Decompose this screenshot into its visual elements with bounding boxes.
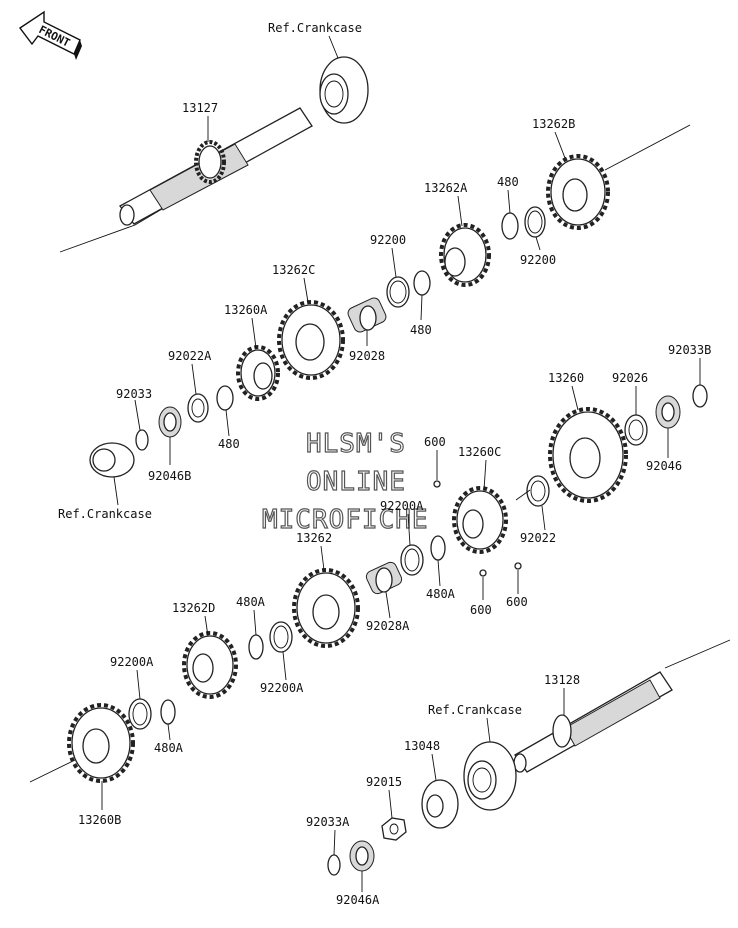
- watermark: HLSM'S ONLINE MICROFICHE: [261, 428, 429, 535]
- circlip-480-mid-icon: [413, 270, 431, 296]
- label-92200A-mid: 92200A: [380, 499, 424, 513]
- gear-13260B-icon: [67, 703, 135, 783]
- label-92046A: 92046A: [336, 893, 380, 907]
- washer-92200-right-icon: [524, 206, 546, 238]
- watermark-line-3: MICROFICHE: [262, 505, 429, 535]
- needle-bearing-92028-icon: [347, 297, 387, 333]
- bearing-left-icon: [89, 442, 135, 478]
- circlip-480A-top-icon: [248, 634, 264, 660]
- circlip-92033-icon: [135, 429, 149, 451]
- label-480-top: 480: [497, 175, 519, 189]
- needle-bearing-92046-icon: [655, 395, 681, 429]
- label-13262: 13262: [296, 531, 332, 545]
- needle-bearing-92046A-icon: [349, 840, 375, 872]
- label-13260B: 13260B: [78, 813, 121, 827]
- washer-92200A-left-icon: [128, 698, 152, 730]
- label-92015: 92015: [366, 775, 402, 789]
- watermark-line-1: HLSM'S: [306, 429, 406, 459]
- ball-600-right-icon: [514, 562, 522, 570]
- label-92200A-low: 92200A: [260, 681, 304, 695]
- circlip-480-left-icon: [216, 385, 234, 411]
- label-ref-crankcase-left: Ref.Crankcase: [58, 507, 152, 521]
- watermark-line-2: ONLINE: [306, 467, 406, 497]
- label-13260C: 13260C: [458, 445, 501, 459]
- needle-bearing-92046B-icon: [158, 406, 182, 438]
- leader-lines: [101, 35, 701, 892]
- label-480A-top: 480A: [236, 595, 266, 609]
- washer-92026-icon: [624, 414, 648, 446]
- washer-92022-icon: [526, 475, 550, 507]
- label-13262B: 13262B: [532, 117, 575, 131]
- washer-92200-top-icon: [386, 276, 410, 308]
- gear-13260A-icon: [236, 345, 280, 401]
- label-13127: 13127: [182, 101, 218, 115]
- ball-600-left-icon: [479, 569, 487, 577]
- label-92028A: 92028A: [366, 619, 410, 633]
- label-13048: 13048: [404, 739, 440, 753]
- label-13260: 13260: [548, 371, 584, 385]
- bearing-top-icon: [319, 56, 369, 124]
- label-480-mid: 480: [410, 323, 432, 337]
- label-92200A-left: 92200A: [110, 655, 154, 669]
- gear-13260-icon: [548, 407, 628, 503]
- label-92022A: 92022A: [168, 349, 212, 363]
- shaft-13128-icon: [513, 671, 673, 773]
- label-92026: 92026: [612, 371, 648, 385]
- label-ref-crankcase-low: Ref.Crankcase: [428, 703, 522, 717]
- gear-13262-icon: [292, 568, 360, 648]
- label-480-left: 480: [218, 437, 240, 451]
- label-13128: 13128: [544, 673, 580, 687]
- washer-92022A-icon: [187, 393, 209, 423]
- washer-92200A-mid-icon: [400, 544, 424, 576]
- circlip-480-top-icon: [501, 212, 519, 240]
- gear-13262B-icon: [546, 154, 610, 230]
- circlip-92033A-icon: [327, 854, 341, 876]
- gear-13262C-icon: [277, 300, 345, 380]
- bearing-low-icon: [463, 741, 517, 811]
- gear-13262A-icon: [439, 223, 491, 287]
- needle-bearing-92028A-icon: [365, 561, 403, 595]
- nut-92015-icon: [381, 817, 407, 841]
- label-92046B: 92046B: [148, 469, 191, 483]
- label-92022: 92022: [520, 531, 556, 545]
- label-600-right: 600: [506, 595, 528, 609]
- label-600-top: 600: [424, 435, 446, 449]
- label-92033A: 92033A: [306, 815, 350, 829]
- label-92046: 92046: [646, 459, 682, 473]
- label-480A-low: 480A: [154, 741, 184, 755]
- gear-13260C-icon: [452, 486, 508, 554]
- cam-13048-icon: [421, 779, 459, 829]
- ball-600-top-icon: [433, 480, 441, 488]
- circlip-92033B-icon: [692, 384, 708, 408]
- label-600-left: 600: [470, 603, 492, 617]
- label-13262A: 13262A: [424, 181, 468, 195]
- front-arrow-icon: FRONT: [18, 10, 82, 60]
- label-13260A: 13260A: [224, 303, 268, 317]
- circlip-480A-mid-icon: [430, 535, 446, 561]
- label-92033: 92033: [116, 387, 152, 401]
- label-92028: 92028: [349, 349, 385, 363]
- label-92033B: 92033B: [668, 343, 711, 357]
- label-13262D: 13262D: [172, 601, 215, 615]
- label-92200-top: 92200: [370, 233, 406, 247]
- gear-13262D-icon: [182, 631, 238, 699]
- label-13262C: 13262C: [272, 263, 315, 277]
- label-92200-right: 92200: [520, 253, 556, 267]
- circlip-480A-low-icon: [160, 699, 176, 725]
- label-ref-crankcase-top: Ref.Crankcase: [268, 21, 362, 35]
- shaft-13127-icon: [119, 107, 313, 226]
- part-labels: Ref.Crankcase 13127 13262B 480 13262A 92…: [58, 21, 711, 907]
- label-480A-mid: 480A: [426, 587, 456, 601]
- washer-92200A-low-icon: [269, 621, 293, 653]
